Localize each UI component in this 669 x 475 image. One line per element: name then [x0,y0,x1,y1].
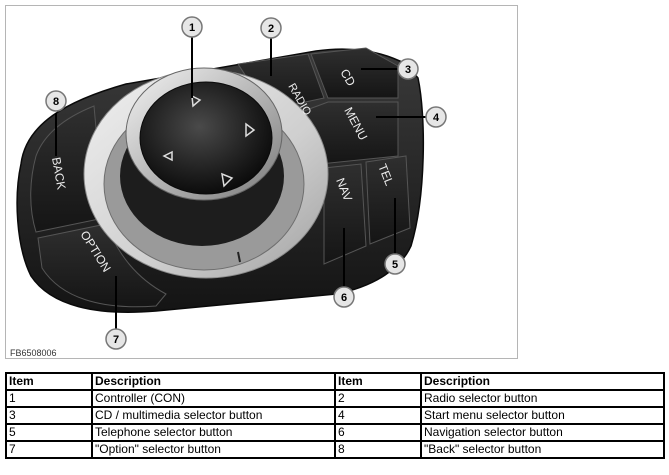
item-description: Navigation selector button [420,423,665,442]
item-number: 3 [5,406,93,425]
callout-6: 6 [333,286,355,308]
callout-8: 8 [45,90,67,112]
ring-marker [237,251,241,263]
header-item: Item [334,372,422,391]
arrow-up-icon [191,94,202,108]
arrow-left-icon [162,150,173,162]
item-number: 5 [5,423,93,442]
callout-7: 7 [105,328,127,350]
table-row: 1 Controller (CON) 2 Radio selector butt… [5,389,665,408]
item-description: "Back" selector button [420,440,665,459]
item-description: Controller (CON) [91,389,336,408]
header-description: Description [91,372,336,391]
table-row: 7 "Option" selector button 8 "Back" sele… [5,440,665,459]
option-button[interactable] [37,223,167,308]
item-description: "Option" selector button [91,440,336,459]
tel-button[interactable] [365,155,411,245]
cd-button[interactable] [310,47,399,99]
arrow-down-icon [221,172,234,188]
svg-text:2: 2 [268,23,274,35]
back-label: BACK [49,156,68,191]
svg-text:3: 3 [405,64,411,76]
table-row: 3 CD / multimedia selector button 4 Star… [5,406,665,425]
callout-4: 4 [425,106,447,128]
header-item: Item [5,372,93,391]
legend-header-row: Item Description Item Description [5,372,665,391]
svg-text:8: 8 [53,96,59,108]
item-number: 2 [334,389,422,408]
item-number: 4 [334,406,422,425]
svg-text:7: 7 [113,334,119,346]
item-description: Start menu selector button [420,406,665,425]
controller-illustration: RADIO CD MENU NAV TEL BACK OPTION 1 2 [16,16,447,350]
header-description: Description [420,372,665,391]
item-description: Radio selector button [420,389,665,408]
callout-leaders [55,36,426,329]
nav-button[interactable] [323,163,367,265]
item-description: Telephone selector button [91,423,336,442]
item-number: 6 [334,423,422,442]
item-number: 7 [5,440,93,459]
legend-table: Item Description Item Description 1 Cont… [5,372,665,459]
svg-text:5: 5 [392,259,398,271]
item-number: 8 [334,440,422,459]
controller-knob-top[interactable] [139,81,273,195]
figure-code: FB6508006 [10,348,57,358]
arrow-right-icon [245,122,256,138]
callout-3: 3 [397,58,419,80]
item-description: CD / multimedia selector button [91,406,336,425]
svg-text:6: 6 [341,292,347,304]
callout-1: 1 [181,16,203,38]
svg-text:4: 4 [433,112,440,124]
item-number: 1 [5,389,93,408]
callout-5: 5 [384,253,406,275]
table-row: 5 Telephone selector button 6 Navigation… [5,423,665,442]
callout-2: 2 [260,17,282,39]
idrive-controller-figure: RADIO CD MENU NAV TEL BACK OPTION 1 2 [5,5,518,359]
svg-text:1: 1 [189,22,195,34]
